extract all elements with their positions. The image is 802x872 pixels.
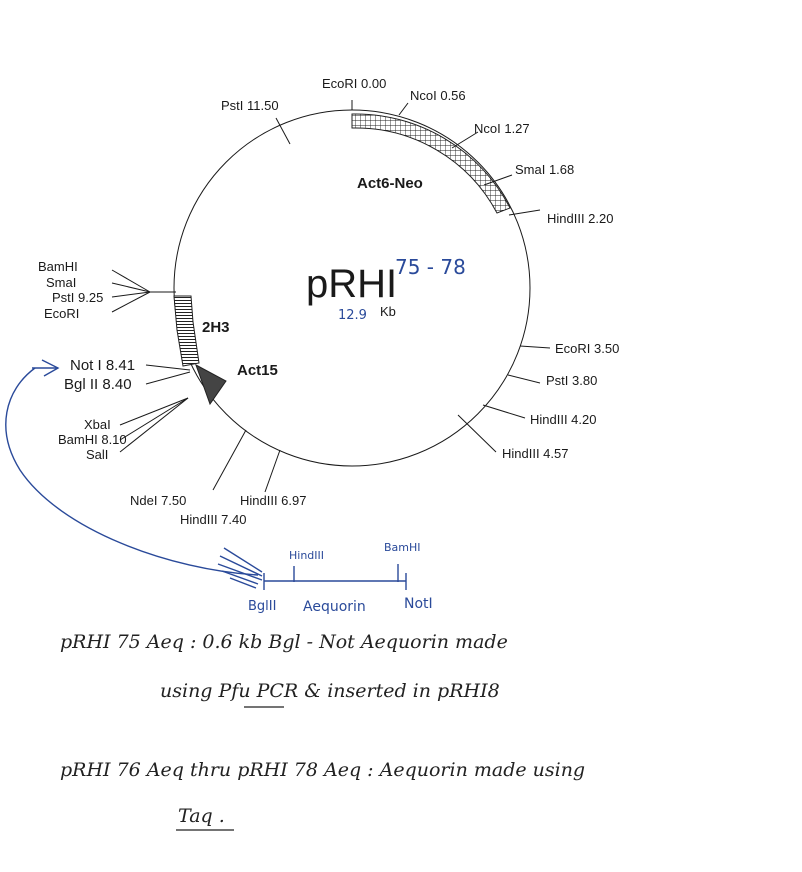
label-2h3: 2H3 [202, 319, 230, 336]
label-hindiii-420: HindIII 4.20 [530, 412, 597, 427]
leader-psti-925 [111, 291, 151, 298]
note-line-1: pRHI 75 Aeq : 0.6 kb Bgl - Not Aequorin … [60, 631, 508, 653]
act15-arrow [195, 363, 227, 406]
tick-ncoi-127 [451, 131, 479, 149]
plasmid-size-handwritten: 12.9 [338, 308, 367, 323]
label-ndei-750: NdeI 7.50 [130, 493, 186, 508]
leader-sali [119, 397, 189, 453]
label-bamhi-top: BamHI [38, 259, 78, 274]
label-ecori-350: EcoRI 3.50 [555, 341, 619, 356]
label-hindiii-740: HindIII 7.40 [180, 512, 247, 527]
label-hindiii-457: HindIII 4.57 [502, 446, 569, 461]
plasmid-name: pRHI [306, 262, 397, 306]
label-hindiii-697: HindIII 6.97 [240, 493, 307, 508]
tick-psti-1150 [275, 117, 291, 145]
label-noti-841: Not I 8.41 [70, 357, 135, 374]
leader-bamhi-810 [119, 397, 189, 441]
label-smai-left: SmaI [46, 275, 76, 290]
tick-ncoi-056 [398, 102, 409, 116]
tick-ecori-350 [519, 345, 551, 349]
leader-noti-841 [145, 364, 191, 371]
label-act15: Act15 [237, 362, 278, 379]
label-ncoi-056: NcoI 0.56 [410, 88, 466, 103]
act6-neo-segment [351, 113, 511, 214]
2h3-segment [173, 295, 200, 367]
plasmid-size-unit: Kb [380, 304, 396, 319]
label-psti-925: PstI 9.25 [52, 290, 103, 305]
leader-ecori-left [111, 291, 151, 313]
insert-label-hindiii: HindIII [289, 549, 324, 562]
label-sali: SalI [86, 447, 108, 462]
tick-smai-168 [483, 174, 513, 186]
tick-hindiii-697 [264, 449, 281, 493]
tick-hindiii-220 [508, 209, 541, 216]
insert-label-bglii: BglII [248, 599, 276, 614]
note-line-4: Taq . [178, 805, 225, 827]
tick-psti-380 [507, 374, 541, 384]
note-line-3: pRHI 76 Aeq thru pRHI 78 Aeq : Aequorin … [60, 759, 585, 781]
label-act6-neo: Act6-Neo [357, 175, 423, 192]
leader-bglii-840 [145, 371, 191, 385]
leader-xbai [119, 397, 189, 426]
tick-hindiii-740-ndei [212, 429, 247, 491]
note-line-2: using Pfu PCR & inserted in pRHI8 [160, 680, 500, 702]
plasmid-handwritten-range: 75 - 78 [395, 255, 466, 279]
label-xbai: XbaI [84, 417, 111, 432]
label-hindiii-220: HindIII 2.20 [547, 211, 614, 226]
label-ecori-000: EcoRI 0.00 [322, 76, 386, 91]
insert-arrow-curve [5, 367, 259, 576]
insert-label-bamhi: BamHI [384, 541, 421, 554]
tick-hindiii-457 [457, 414, 497, 453]
leader-bamhi-top [111, 269, 151, 293]
label-ecori-left: EcoRI [44, 306, 79, 321]
leader-smai-left [111, 282, 151, 293]
label-psti-1150: PstI 11.50 [221, 98, 279, 113]
label-bglii-840: Bgl II 8.40 [64, 376, 132, 393]
label-ncoi-127: NcoI 1.27 [474, 121, 530, 136]
label-smai-168: SmaI 1.68 [515, 162, 574, 177]
label-psti-380: PstI 3.80 [546, 373, 597, 388]
insert-label-noti: NotI [404, 596, 433, 612]
label-bamhi-810: BamHI 8.10 [58, 432, 127, 447]
tick-hindiii-420 [482, 404, 526, 419]
insert-label-aequorin: Aequorin [303, 599, 366, 615]
insert-hatch [217, 547, 263, 589]
